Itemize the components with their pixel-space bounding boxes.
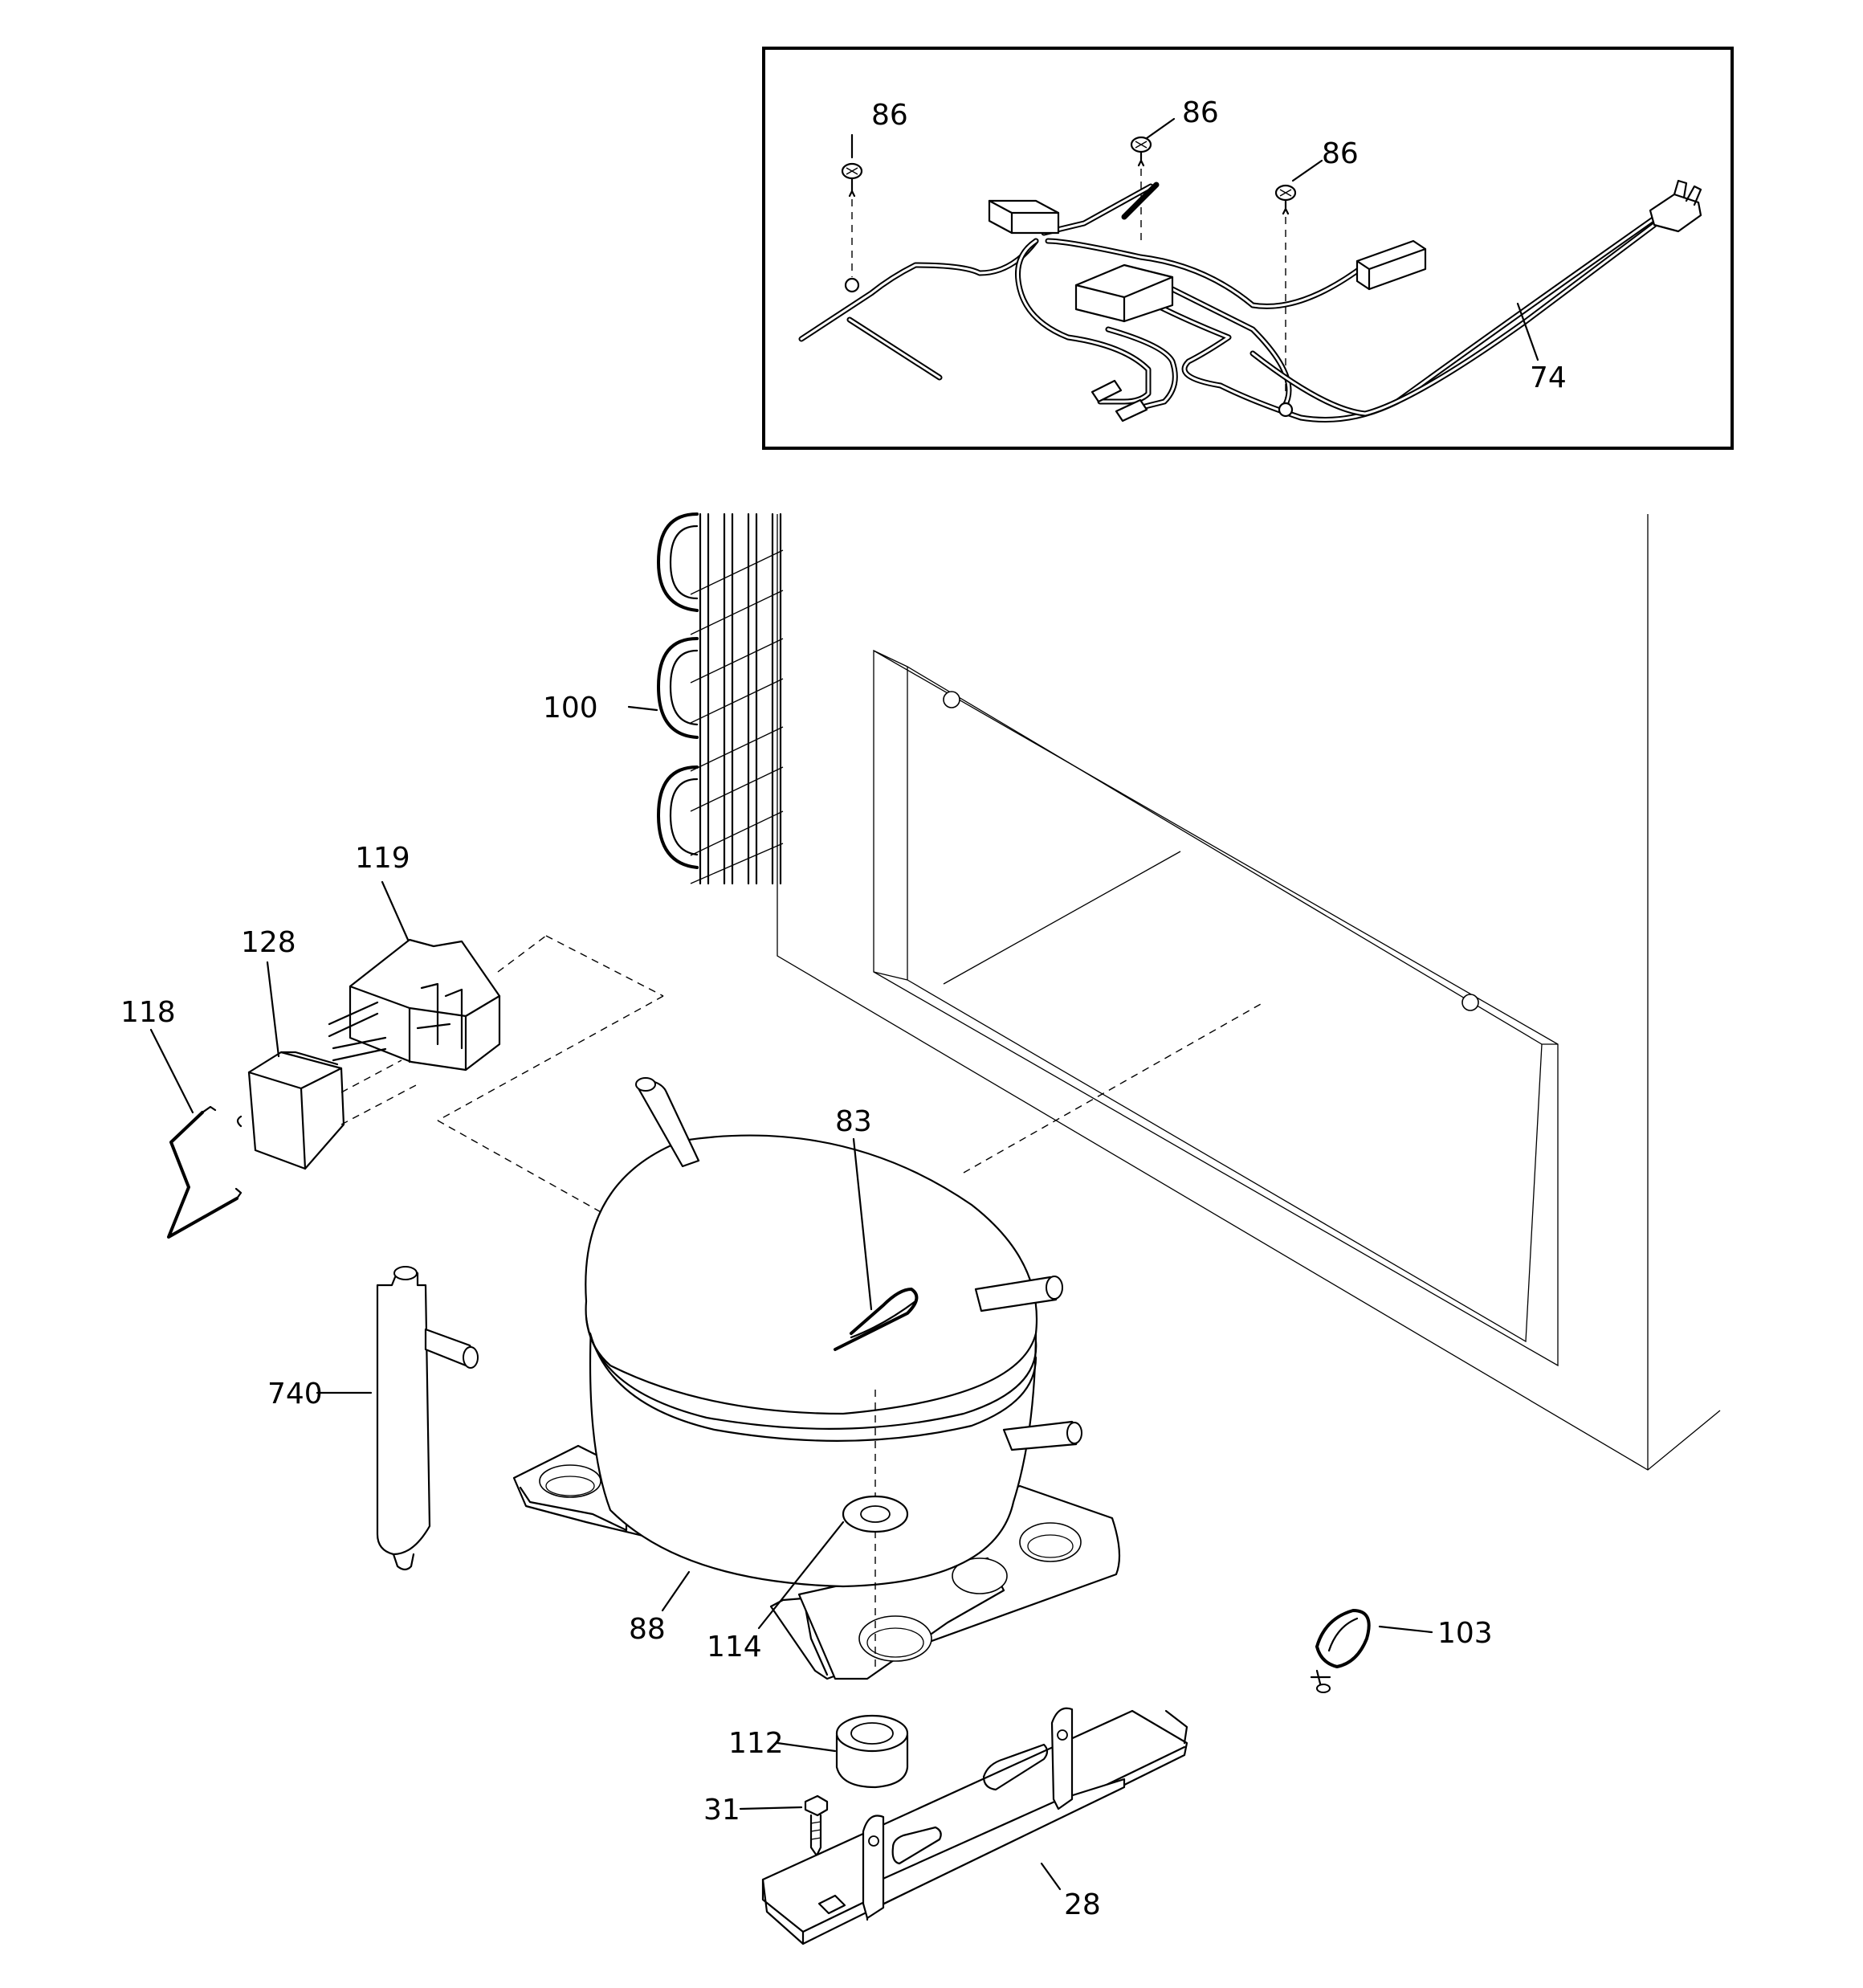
- callout-128: 128: [241, 926, 296, 959]
- callout-74: 74: [1530, 361, 1567, 394]
- callout-28: 28: [1064, 1888, 1101, 1921]
- condenser-coil-100[interactable]: [627, 512, 784, 885]
- callout-86-right: 86: [1322, 137, 1359, 170]
- wire-clip-118[interactable]: [149, 1028, 243, 1239]
- screw-86-right[interactable]: [1274, 184, 1297, 402]
- mounting-bracket-28[interactable]: [761, 1707, 1188, 1945]
- screw-86-left[interactable]: [841, 162, 863, 277]
- screw-86-middle[interactable]: [1130, 136, 1152, 241]
- wiring-harness-74[interactable]: [798, 179, 1702, 423]
- clip-83[interactable]: [834, 1137, 919, 1351]
- callout-86-middle: 86: [1182, 96, 1219, 129]
- overload-protector-119[interactable]: [328, 880, 664, 1214]
- callout-119: 119: [355, 842, 410, 875]
- callout-112: 112: [728, 1727, 784, 1760]
- relay-128[interactable]: [236, 961, 418, 1170]
- callout-labels: 86 86 86 74 100 119 128 118 83 740 88 11…: [120, 96, 1567, 1921]
- callout-86-left: 86: [871, 99, 908, 132]
- cabinet-outline: [777, 514, 1721, 1471]
- compressor-88[interactable]: [512, 1077, 1121, 1680]
- callout-31: 31: [703, 1794, 740, 1827]
- rubber-mount-112[interactable]: [776, 1714, 909, 1789]
- tube-clamp-103[interactable]: [1310, 1609, 1433, 1693]
- callout-118: 118: [120, 996, 176, 1029]
- callout-114: 114: [707, 1631, 762, 1663]
- callout-83: 83: [835, 1105, 872, 1138]
- callout-740: 740: [267, 1378, 323, 1410]
- callout-103: 103: [1437, 1617, 1493, 1650]
- grommet-114[interactable]: [757, 1495, 909, 1630]
- drier-740[interactable]: [316, 1266, 479, 1571]
- wiring-harness-inset: [762, 47, 1734, 450]
- callout-88: 88: [629, 1613, 666, 1646]
- callout-100: 100: [543, 692, 598, 725]
